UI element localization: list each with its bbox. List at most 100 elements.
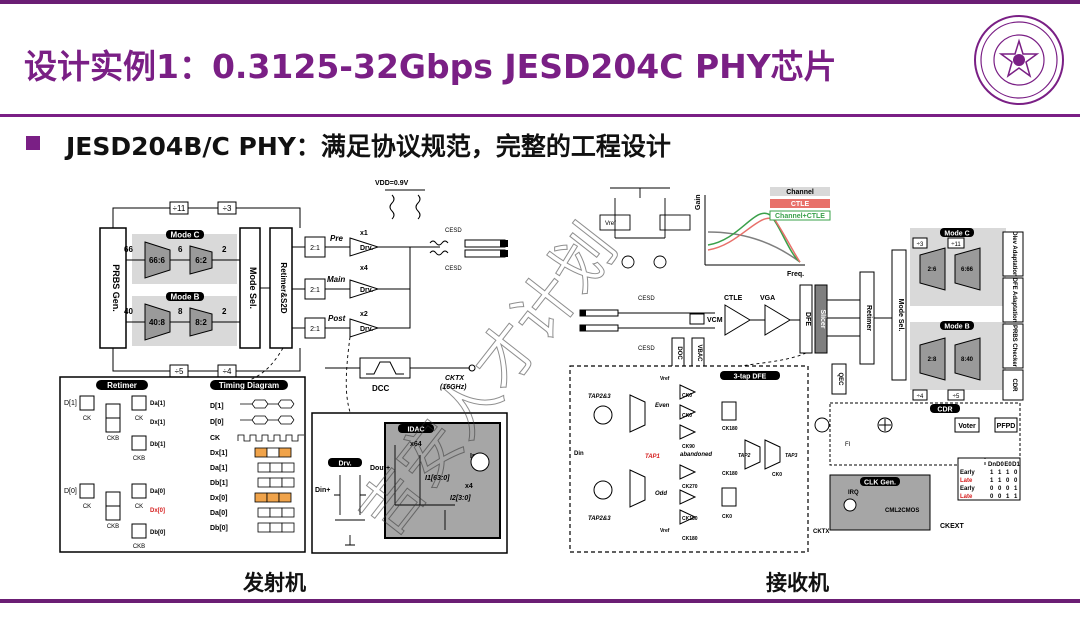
svg-text:CML2CMOS: CML2CMOS [885, 508, 919, 514]
svg-text:CK270: CK270 [682, 484, 698, 490]
timing-rows: D[1] D[0] CK Dx[1] Da[1] Db[1] Dx[0] Da[… [210, 403, 228, 532]
svg-text:Channel: Channel [786, 189, 814, 196]
svg-text:FI: FI [845, 442, 851, 448]
svg-text:Slicer: Slicer [819, 309, 826, 328]
svg-text:VGA: VGA [760, 295, 775, 302]
svg-text:CK90: CK90 [682, 444, 695, 450]
svg-text:D[0]: D[0] [210, 419, 224, 426]
tx-mode-c-label: Mode C [171, 231, 200, 240]
svg-text:2: 2 [222, 245, 227, 254]
svg-text:2:8: 2:8 [928, 357, 937, 363]
svg-text:Vref: Vref [660, 528, 670, 534]
svg-text:Dx[1]: Dx[1] [150, 420, 165, 426]
svg-text:8:40: 8:40 [961, 357, 974, 363]
svg-text:Vref: Vref [660, 376, 670, 382]
svg-text:Dx[0]: Dx[0] [150, 508, 165, 514]
truth-table-cell: 1 [998, 470, 1002, 476]
svg-text:Din+: Din+ [315, 487, 330, 494]
svg-text:CESD: CESD [638, 296, 655, 302]
svg-text:CK: CK [210, 435, 220, 442]
svg-text:Even: Even [655, 403, 670, 409]
svg-text:Db[1]: Db[1] [150, 442, 165, 448]
svg-text:2:1: 2:1 [310, 326, 320, 333]
vdd-label: VDD=0.9V [375, 180, 409, 187]
svg-text:6: 6 [178, 245, 183, 254]
svg-text:x4: x4 [360, 265, 368, 272]
mux-8-2: 8:2 [195, 318, 207, 327]
svg-text:TAP2&3: TAP2&3 [588, 394, 611, 400]
rx-caption: 接收机 [766, 571, 829, 595]
svg-text:D[0]: D[0] [64, 488, 77, 495]
svg-text:66: 66 [124, 245, 133, 254]
svg-text:IRQ: IRQ [848, 490, 859, 496]
rx-deserializer-block: Mode C Mode B 2:6 6:66 2:8 8:40 ÷3 ÷11 ÷… [910, 228, 1024, 401]
prbs-gen-label: PRBS Gen. [111, 264, 121, 312]
svg-text:Odd: Odd [655, 491, 667, 497]
svg-text:DOC: DOC [676, 346, 682, 360]
truth-table-cell: 0 [1014, 478, 1018, 484]
svg-text:TAP2: TAP2 [738, 453, 751, 459]
svg-text:2:6: 2:6 [928, 267, 937, 273]
svg-text:PRBS Checker: PRBS Checker [1011, 325, 1017, 368]
cktx-label: CKTX [445, 375, 465, 382]
title-divider [0, 114, 1080, 117]
svg-text:Freq.: Freq. [787, 271, 804, 278]
svg-text:DFE: DFE [804, 312, 811, 326]
div4-box: ÷4 [223, 367, 232, 376]
svg-text:x2: x2 [360, 311, 368, 318]
svg-text:Mode C: Mode C [944, 231, 969, 238]
truth-table-cell: 1 [998, 478, 1002, 484]
retimer-s2d-label: Retimer&S2D [279, 262, 288, 313]
dcc-label: DCC [372, 384, 390, 393]
svg-text:CK: CK [135, 416, 143, 422]
slide-title: 设计实例1：0.3125-32Gbps JESD204C PHY芯片 [24, 47, 837, 86]
svg-text:Post: Post [328, 314, 346, 323]
svg-text:2: 2 [222, 307, 227, 316]
truth-table-header: Dn [988, 462, 996, 468]
svg-text:(16GHz): (16GHz) [440, 384, 467, 391]
svg-text:CESD: CESD [445, 228, 462, 234]
svg-text:2:1: 2:1 [310, 245, 320, 252]
svg-text:x64: x64 [410, 441, 422, 448]
ctle-gain-plot: Gain Freq. Channel CTLE Channel+CTLE [695, 187, 831, 278]
svg-text:CDR: CDR [1011, 379, 1017, 393]
svg-text:Dx[1]: Dx[1] [210, 450, 228, 457]
svg-text:CK: CK [83, 504, 91, 510]
svg-text:Retimer: Retimer [107, 381, 137, 390]
svg-text:Vref: Vref [605, 221, 616, 227]
mux-66-6: 66:6 [149, 256, 166, 265]
svg-text:VCM: VCM [707, 317, 723, 324]
tx-serializer-block: PRBS Gen. Mode C 66:6 6:2 Mode B 40:8 8:… [99, 180, 508, 393]
svg-text:I2[3:0]: I2[3:0] [450, 495, 471, 502]
tx-driver-stack: 2:1 2:1 2:1 Drv. Drv. Drv. Pre Main Post… [292, 230, 411, 339]
svg-text:Drv.: Drv. [360, 287, 373, 294]
slide-top-border [0, 0, 1080, 4]
truth-table-cell: 1 [1006, 494, 1010, 500]
truth-table-cell: 0 [990, 486, 994, 492]
truth-table-cell: 1 [1014, 486, 1018, 492]
svg-text:x1: x1 [360, 230, 368, 237]
truth-table-cell: 1 [990, 470, 994, 476]
svg-text:CKTX: CKTX [813, 529, 829, 535]
truth-table-cell: 1 [1006, 470, 1010, 476]
svg-text:IDAC: IDAC [407, 427, 424, 434]
rx-3tap-dfe-panel: 3-tap DFE TAP2&3 TAP2&3 Din Even Odd TAP… [569, 365, 809, 553]
svg-text:CTLE: CTLE [724, 295, 743, 302]
svg-text:CK180: CK180 [722, 471, 738, 477]
svg-text:Drv.: Drv. [338, 461, 351, 468]
svg-text:CK0: CK0 [682, 393, 692, 399]
svg-text:I1[63:0]: I1[63:0] [425, 475, 450, 482]
svg-text:D[1]: D[1] [64, 400, 77, 407]
truth-table-row-label: Late [960, 494, 973, 500]
svg-text:CK180: CK180 [682, 536, 698, 542]
svg-text:D[1]: D[1] [210, 403, 224, 410]
svg-text:Mode Sel.: Mode Sel. [897, 299, 904, 332]
tx-mode-sel-label: Mode Sel. [248, 267, 258, 309]
svg-text:8: 8 [178, 307, 183, 316]
svg-text:CKB: CKB [133, 456, 145, 462]
svg-text:CKB: CKB [133, 544, 145, 550]
tx-mode-b-label: Mode B [171, 293, 200, 302]
svg-text:Db[0]: Db[0] [210, 525, 228, 532]
svg-text:CKB: CKB [107, 436, 119, 442]
